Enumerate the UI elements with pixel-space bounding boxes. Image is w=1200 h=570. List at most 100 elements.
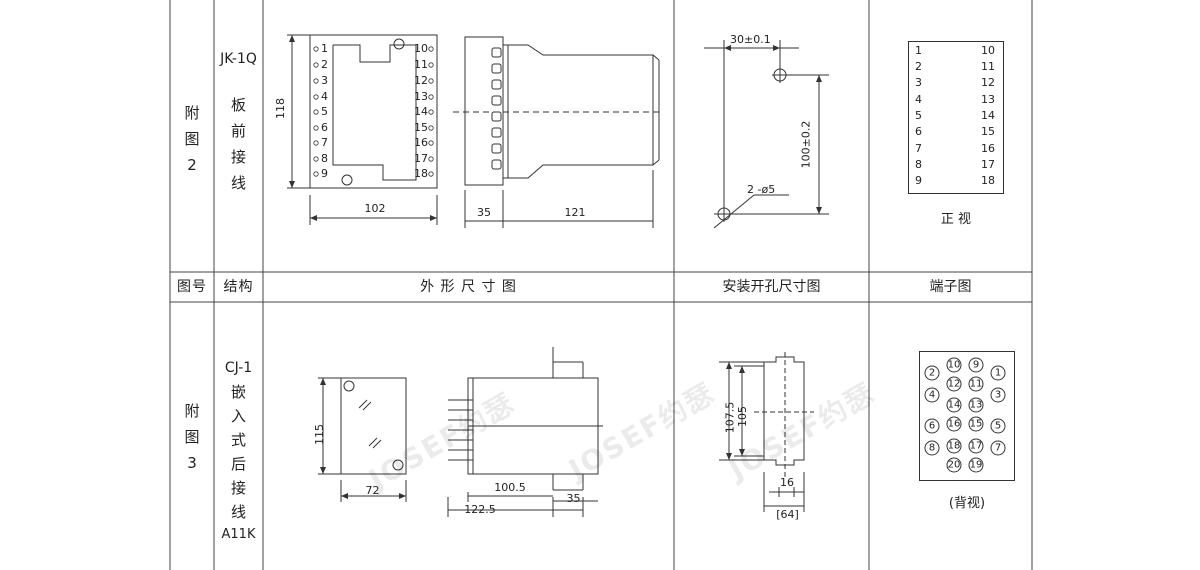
row1-struct-char: 板 [230,96,246,114]
row2-mount-total: [64] [776,508,799,521]
row2-struct-char: 后 [230,455,246,473]
row2-terminal-caption: (背视) [948,496,986,511]
row1-fig-char: 2 [187,156,197,174]
pin-label: 3 [321,74,328,87]
pin-label: 9 [321,167,328,180]
pin-label: 10 [414,42,428,55]
row2-struct-char: 线 [230,503,246,521]
dim-side-a-label: 35 [477,206,491,219]
terminal-number: 7 [995,443,1001,454]
row1-structure: 板 前 接 线 [214,92,263,196]
row2-fig-label: 附 图 3 [170,398,214,476]
row1-terminal-caption: 正 视 [940,212,972,227]
terminal-number: 14 [948,400,961,411]
row2-fig-char: 3 [187,454,197,472]
row2-mounting-drawing [719,352,814,512]
mount-hole-note: 2 -ø5 [747,183,776,196]
pin-label: 13 [414,90,428,103]
row2-struct-char: 嵌 [230,383,246,401]
row2-fig-char: 图 [184,428,200,446]
pin-label: 1 [321,42,328,55]
term-label: 17 [981,158,995,171]
row2-dim-body: 100.5 [494,481,526,494]
row2-mount-inner: 105 [736,406,749,427]
pin-label: 12 [414,74,428,87]
term-label: 10 [981,44,995,57]
header-outline: 外 形 尺 寸 图 [420,279,517,295]
term-label: 18 [981,174,995,187]
terminal-number: 8 [929,443,935,454]
term-label: 8 [915,158,922,171]
row2-struct-char: 接 [230,479,246,497]
pin-label: 4 [321,90,328,103]
pin-label: 5 [321,105,328,118]
pin-label: 18 [414,167,428,180]
pin-label: 15 [414,121,428,134]
row2-suffix: A11K [221,527,256,542]
term-label: 5 [915,109,922,122]
terminal-number: 5 [995,421,1001,432]
row1-struct-char: 前 [230,122,246,140]
terminal-number: 2 [929,368,935,379]
row2-dim-width: 72 [365,484,380,497]
term-label: 12 [981,76,995,89]
row2-outline-drawing [318,347,603,517]
pin-label: 8 [321,152,328,165]
row2-mount-outer: 107.5 [723,401,737,434]
pin-label: 17 [414,152,428,165]
row2-terminal-circles: 2 10 9 1 12 11 4 3 14 13 6 16 15 5 8 18 … [924,357,1006,473]
header-mounting: 安装开孔尺寸图 [722,279,821,295]
pin-label: 16 [414,136,428,149]
term-label: 2 [915,60,922,73]
term-label: 11 [981,60,995,73]
terminal-number: 17 [970,441,983,452]
row2-struct-char: 入 [230,407,246,425]
row2-dim-depth: 35 [566,492,581,505]
row1-mounting-drawing [704,40,829,229]
header-terminal: 端子图 [929,279,972,295]
row2-dim-total: 122.5 [464,503,496,516]
pin-label: 6 [321,121,328,134]
dim-width-label: 102 [364,202,386,215]
terminal-number: 11 [970,379,983,390]
term-label: 16 [981,142,995,155]
terminal-number: 1 [995,368,1001,379]
term-label: 9 [915,174,922,187]
terminal-number: 18 [948,441,961,452]
terminal-number: 4 [929,390,935,401]
pin-label: 2 [321,58,328,71]
header-fig-no: 图号 [177,279,207,295]
terminal-number: 13 [970,400,983,411]
term-label: 15 [981,125,995,138]
terminal-number: 3 [995,390,1001,401]
row2-model: CJ-1 [224,360,253,376]
term-label: 6 [915,125,922,138]
row1-fig-char: 图 [184,130,200,148]
term-label: 3 [915,76,922,89]
mount-spacing-y: 100±0.2 [799,120,813,169]
terminal-number: 6 [929,421,935,432]
row1-model: JK-1Q [220,51,257,67]
term-label: 13 [981,93,995,106]
row2-structure: 嵌 入 式 后 接 线 [214,380,263,524]
row1-struct-char: 接 [230,148,246,166]
term-label: 7 [915,142,922,155]
term-label: 4 [915,93,922,106]
row2-dim-height: 115 [313,424,326,445]
terminal-number: 10 [948,360,961,371]
pin-label: 11 [414,58,428,71]
row1-outline-drawing [287,34,663,228]
row2-fig-char: 附 [184,402,200,420]
dim-height-label: 118 [274,98,287,119]
mount-spacing-x: 30±0.1 [730,33,771,46]
pin-label: 7 [321,136,328,149]
dim-side-b-label: 121 [564,206,586,219]
terminal-number: 9 [973,360,979,371]
pin-label: 14 [414,105,428,118]
term-label: 14 [981,109,995,122]
term-label: 1 [915,44,922,57]
row1-struct-char: 线 [230,174,246,192]
header-structure: 结构 [223,279,254,295]
